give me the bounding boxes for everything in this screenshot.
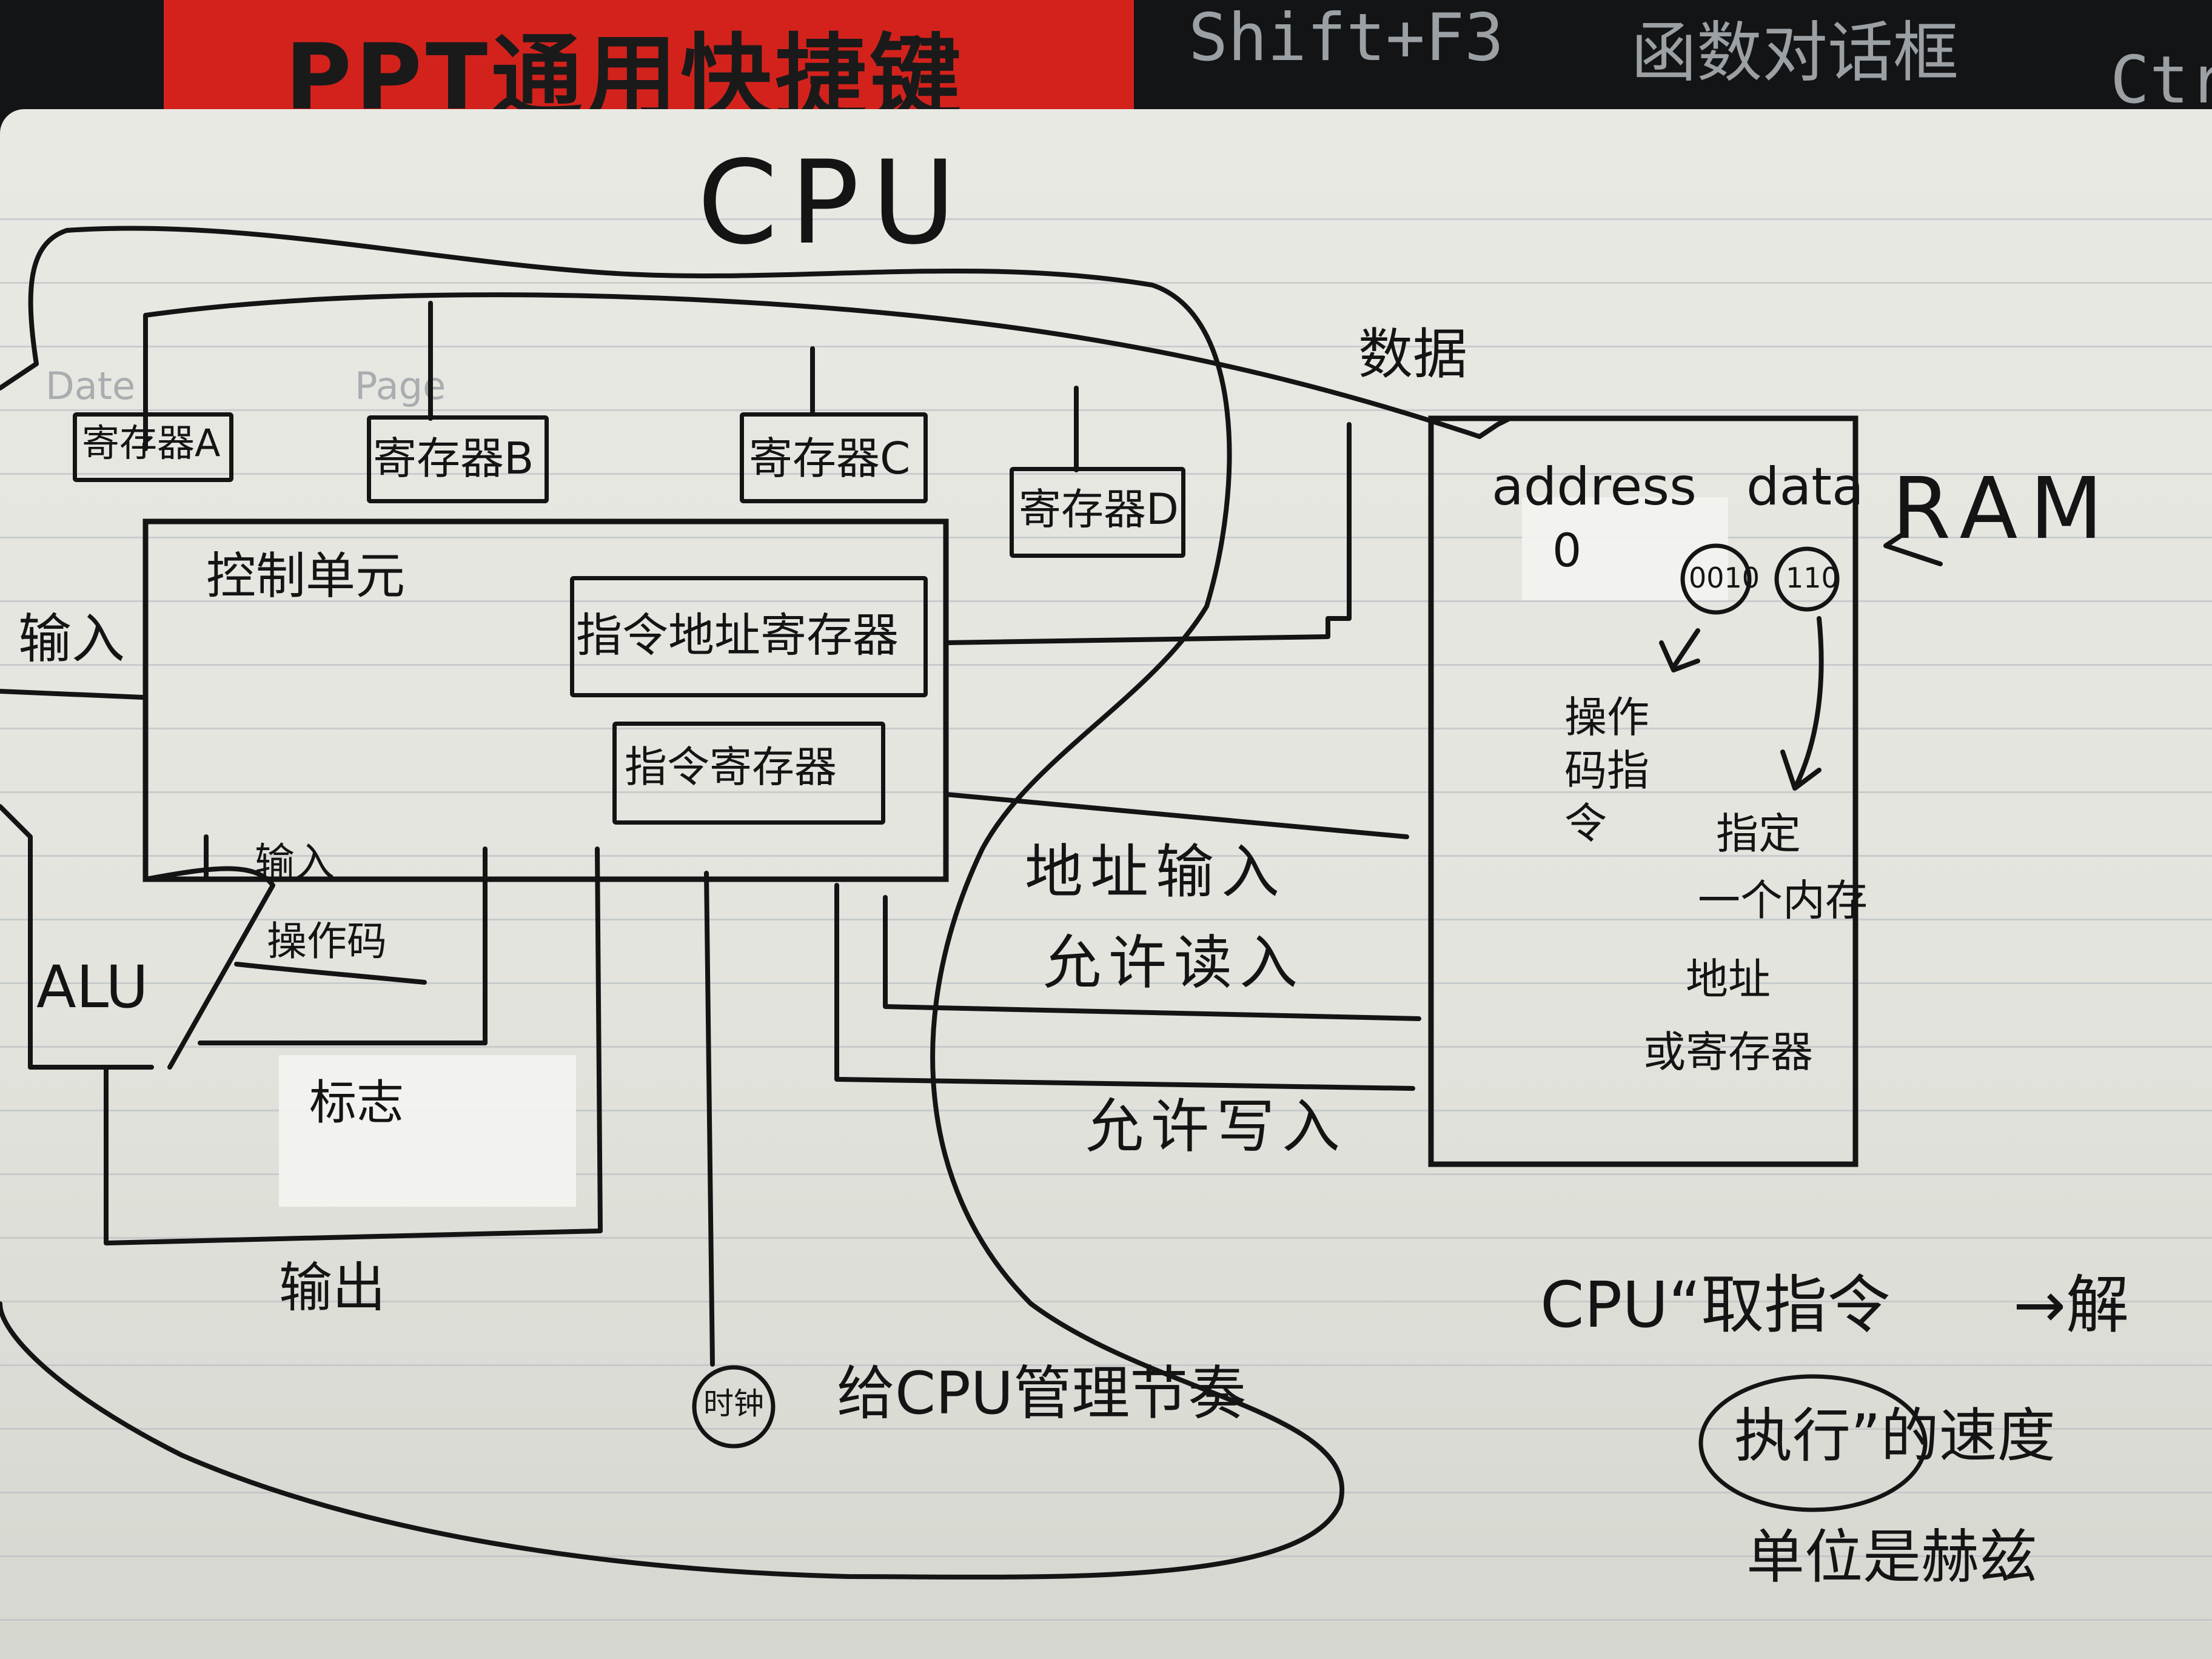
ruled-line — [0, 600, 2212, 602]
cpu-note-line-2: 执行”的速度 — [1734, 1402, 2056, 1470]
banner-description: 函数对话框 — [1631, 15, 1959, 91]
clock-circle — [692, 1365, 776, 1449]
address-input-line — [943, 792, 1409, 839]
ruled-line — [0, 1428, 2212, 1430]
output-loop — [104, 846, 603, 1245]
output-label: 输出 — [279, 1256, 386, 1319]
ram-opcode-bits: 0010 — [1689, 561, 1760, 594]
allow-read-line — [883, 895, 1421, 1021]
ruled-line — [0, 282, 2212, 284]
instruction-register-label: 指令寄存器 — [625, 742, 837, 792]
instruction-register-box — [612, 722, 885, 825]
ruled-line — [0, 409, 2212, 411]
operand-circle — [1774, 546, 1840, 612]
ram-data-header: data — [1746, 457, 1864, 517]
instruction-address-register-box — [570, 576, 928, 697]
bus-line — [143, 292, 1482, 451]
input-line — [0, 689, 145, 700]
ruled-line — [0, 791, 2212, 793]
ram-address-zero: 0 — [1552, 523, 1582, 577]
ruled-line — [0, 664, 2212, 666]
ram-label: RAM — [1892, 460, 2116, 558]
cpu-note-line-1b: →解 — [2013, 1268, 2130, 1342]
register-b-box — [367, 415, 549, 503]
operand-note-3: 地址 — [1686, 954, 1771, 1004]
allow-write-label: 允许写入 — [1085, 1093, 1347, 1161]
operand-note-4: 或寄存器 — [1643, 1027, 1813, 1077]
banner-red-panel — [164, 0, 1134, 115]
cpu-note-line-1: CPU“取指令 — [1540, 1268, 1891, 1342]
execute-circle — [1698, 1374, 1928, 1512]
allow-write-line — [834, 883, 1415, 1091]
banner-next-key: Ctrl — [2110, 42, 2212, 118]
clock-label: 时钟 — [703, 1386, 764, 1421]
correction-sticker — [1522, 497, 1728, 600]
alu-left — [0, 804, 154, 1070]
register-a-box — [73, 412, 233, 482]
ruled-line — [0, 1110, 2212, 1111]
operand-note-2: 一个内存 — [1698, 876, 1868, 925]
register-d-box — [1010, 467, 1185, 558]
allow-read-label: 允许读入 — [1043, 929, 1305, 997]
ruled-line — [0, 218, 2212, 220]
control-unit-label: 控制单元 — [206, 548, 406, 605]
ruled-line — [0, 537, 2212, 538]
ruled-line — [0, 1492, 2212, 1493]
clock-line — [704, 871, 715, 1367]
ram-pointer — [1883, 531, 1943, 566]
correction-sticker — [279, 1055, 576, 1207]
register-c: 寄存器C — [749, 433, 911, 484]
cpu-title: CPU — [697, 136, 968, 270]
ruled-line — [0, 982, 2212, 984]
ram-address-header: address — [1492, 457, 1697, 517]
address-bus — [943, 422, 1352, 645]
data-label: 数据 — [1358, 323, 1467, 386]
cpu-boundary — [0, 226, 1344, 1580]
cpu-note-line-3: 单位是赫兹 — [1746, 1523, 2037, 1591]
operand-note-1: 指定 — [1716, 809, 1801, 859]
ruled-line — [0, 1237, 2212, 1239]
clock-note: 给CPU管理节奏 — [837, 1359, 1247, 1427]
ruled-line — [0, 1301, 2212, 1302]
ruled-line — [0, 1364, 2212, 1366]
ruled-line — [0, 1619, 2212, 1621]
ruled-line — [0, 1555, 2212, 1557]
address-input-label: 地址输入 — [1025, 838, 1287, 906]
input-label: 输入 — [18, 608, 126, 670]
register-b: 寄存器B — [373, 433, 534, 484]
ruled-line — [0, 473, 2212, 475]
date-header: Date — [45, 364, 136, 408]
ram-box — [1428, 415, 1858, 1167]
alu-opcode-label: 操作码 — [267, 918, 387, 965]
ruled-line — [0, 1046, 2212, 1048]
opcode-arrow — [1659, 628, 1700, 672]
ruled-line — [0, 346, 2212, 347]
background-banner: PPT通用快捷键 Shift+F3 函数对话框 Ctrl — [0, 0, 2212, 130]
register-a: 寄存器A — [82, 421, 221, 465]
banner-shortcut: Shift+F3 — [1188, 0, 1504, 76]
register-c-box — [740, 412, 928, 503]
ram-operand-bits: 110 — [1786, 561, 1839, 594]
alu-label: ALU — [36, 953, 149, 1021]
ruled-line — [0, 855, 2212, 857]
opcode-circle — [1680, 543, 1752, 615]
ruled-line — [0, 919, 2212, 920]
instruction-address-register-label: 指令地址寄存器 — [576, 608, 899, 662]
control-unit-box — [142, 518, 949, 882]
register-d: 寄存器D — [1019, 484, 1179, 534]
operand-arrow — [1780, 616, 1824, 791]
flags-label: 标志 — [309, 1076, 404, 1130]
opcode-note: 操作码指令 — [1564, 692, 1649, 848]
ruled-line — [0, 728, 2212, 729]
notebook-page: Date Page — [0, 109, 2212, 1659]
ruled-line — [0, 1173, 2212, 1175]
alu-input-label: 输入 — [255, 839, 335, 886]
